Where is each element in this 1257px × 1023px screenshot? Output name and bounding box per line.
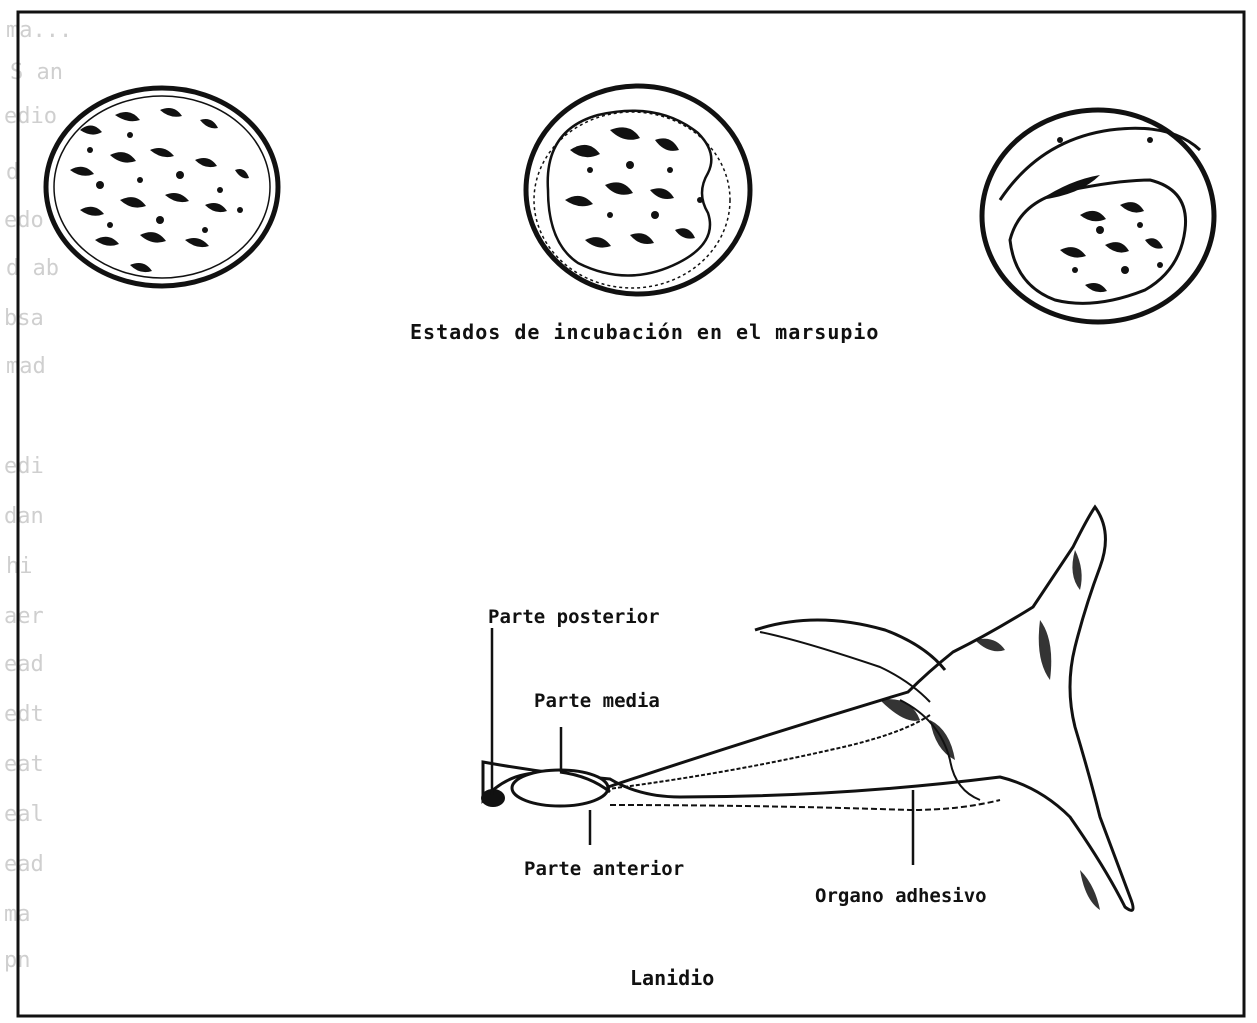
incubation-caption: Estados de incubación en el marsupio	[410, 320, 879, 344]
label-organo-adhesivo: Organo adhesivo	[815, 885, 987, 907]
label-parte-media: Parte media	[534, 690, 660, 712]
lanidio-caption: Lanidio	[630, 966, 714, 990]
label-parte-posterior: Parte posterior	[488, 606, 660, 628]
egg-stage-3	[982, 110, 1214, 322]
label-parte-anterior: Parte anterior	[524, 858, 684, 880]
egg-stage-2	[526, 86, 750, 294]
egg-stage-1	[46, 88, 278, 286]
